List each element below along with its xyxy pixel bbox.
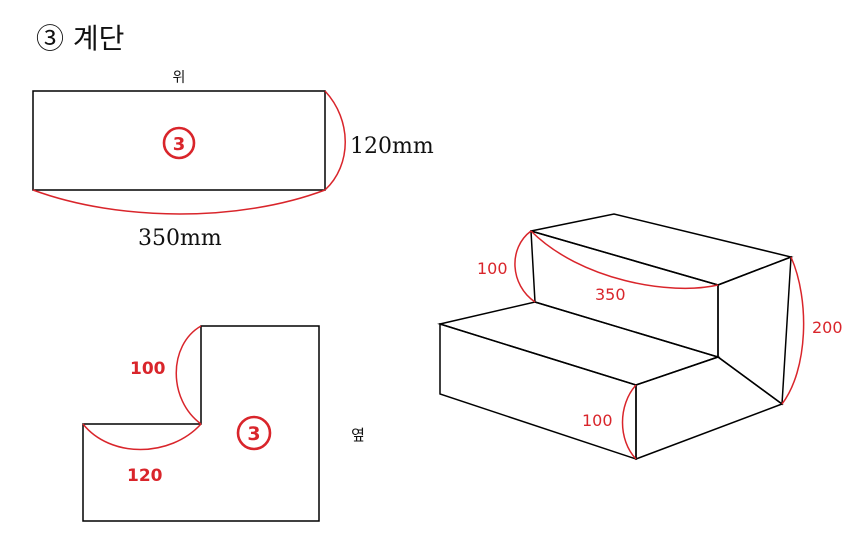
iso-upper-right-face (717, 255, 792, 406)
side-view-height-arc (175, 325, 202, 425)
iso-view: 100 350 200 100 (437, 213, 843, 461)
side-view-label: 옆 (351, 426, 365, 444)
iso-lower-riser-arc (621, 384, 637, 460)
side-view-marker-digit: 3 (247, 423, 260, 445)
top-view-marker-circle (162, 126, 196, 160)
top-view-rectangle (32, 90, 326, 191)
iso-lower-right-face (635, 356, 784, 461)
page-title: ③ 계단 (36, 22, 124, 55)
iso-upper-top-face (530, 213, 794, 286)
iso-lower-front-face (439, 322, 637, 461)
top-view-height-arc (324, 90, 346, 191)
iso-upper-riser-arc (514, 230, 536, 303)
top-view-width-label: 350mm (138, 226, 222, 251)
iso-upper-riser-label: 100 (477, 259, 508, 278)
side-view-width-arc (82, 423, 202, 451)
side-view-number-marker: 3 (236, 415, 272, 451)
iso-lower-riser-label: 100 (582, 411, 613, 430)
iso-total-height-arc (781, 256, 805, 405)
top-view-marker-digit: 3 (173, 134, 186, 155)
top-view-label: 위 (173, 70, 186, 86)
side-view: 100 120 3 옆 (82, 325, 365, 522)
side-view-width-label: 120 (127, 466, 163, 486)
top-view-height-label: 120mm (350, 134, 434, 159)
side-view-marker-circle (236, 415, 272, 451)
top-view: 위 120mm 350mm 3 (32, 70, 434, 251)
iso-total-height-label: 200 (812, 318, 843, 337)
iso-length-label: 350 (595, 285, 626, 304)
top-view-number-marker: 3 (162, 126, 196, 160)
side-view-height-label: 100 (130, 359, 166, 379)
iso-length-arc (530, 230, 719, 290)
top-view-width-arc (32, 189, 326, 215)
